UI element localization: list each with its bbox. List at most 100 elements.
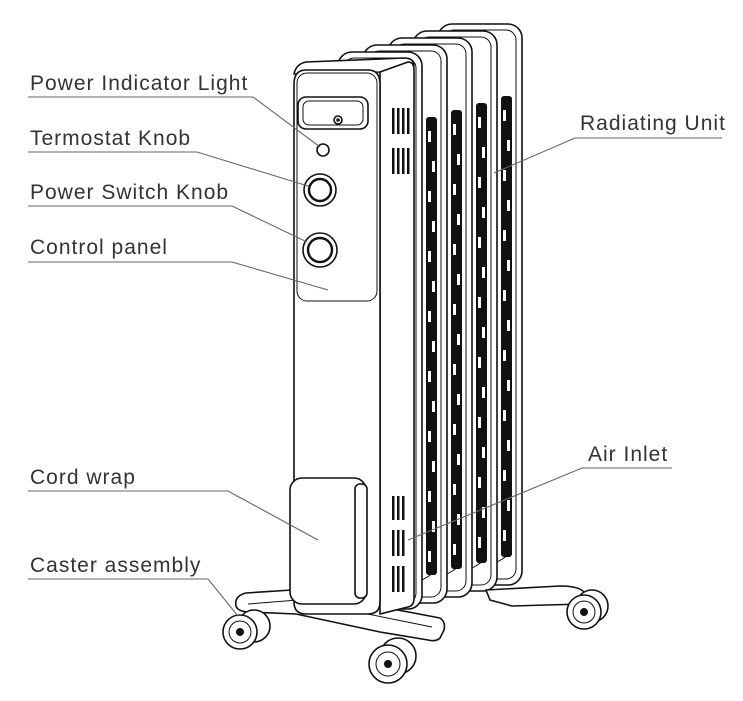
- label-power-switch-knob: Power Switch Knob: [30, 181, 229, 204]
- fin-slot: [428, 131, 431, 142]
- display-window: [297, 96, 369, 130]
- fin-slot: [482, 387, 485, 398]
- fin-slot: [457, 154, 460, 165]
- rear-wheel-hub: [580, 608, 588, 616]
- fin-slot: [432, 401, 435, 412]
- cord-wrap-hook: [354, 483, 368, 599]
- front-right-wheel-hub: [384, 660, 392, 668]
- front-right-caster: [368, 637, 417, 684]
- leader-power-indicator-light: [28, 96, 321, 148]
- fin-slot: [457, 334, 460, 345]
- fin-dark-channel: [451, 110, 462, 569]
- fin-slot: [453, 184, 456, 195]
- fin-dark-channel: [476, 103, 487, 563]
- fin-slot: [503, 470, 506, 481]
- termostat-knob[interactable]: [303, 173, 337, 207]
- fin-slot: [432, 341, 435, 352]
- fin-slot: [457, 214, 460, 225]
- label-cord-wrap: Cord wrap: [30, 466, 136, 489]
- label-power-indicator-light: Power Indicator Light: [30, 72, 248, 95]
- fin-slot: [457, 394, 460, 405]
- fin-slot: [478, 237, 481, 248]
- fin-slot: [507, 440, 510, 451]
- front-left-wheel-rim: [228, 620, 252, 644]
- rear-caster-foot: [485, 585, 609, 630]
- fin-slot: [482, 207, 485, 218]
- fin-slot: [507, 500, 510, 511]
- fin-slot: [507, 260, 510, 271]
- leader-cord-wrap: [28, 490, 319, 541]
- control-panel: [296, 72, 378, 302]
- fin-slot: [432, 521, 435, 532]
- body-side-face: [379, 61, 415, 615]
- fin-slot: [453, 364, 456, 375]
- vent-slit: [397, 148, 400, 174]
- fin-slot: [428, 431, 431, 442]
- fin-slot: [503, 230, 506, 241]
- vent-slit: [392, 108, 395, 134]
- leader-caster-assembly: [28, 578, 239, 617]
- power-switch-knob-inner[interactable]: [306, 236, 334, 264]
- fin-slot: [432, 221, 435, 232]
- fin-slot: [478, 417, 481, 428]
- label-caster-assembly: Caster assembly: [30, 554, 201, 577]
- fin-slot: [503, 410, 506, 421]
- vent-slit: [392, 530, 395, 556]
- fin-slot: [428, 491, 431, 502]
- rear-wheel-rim: [572, 600, 596, 624]
- display-dot-center: [336, 118, 340, 122]
- fin-slot: [428, 371, 431, 382]
- label-control-panel: Control panel: [30, 236, 168, 259]
- fin-slot: [482, 447, 485, 458]
- fin-slot: [507, 320, 510, 331]
- fin-slot: [482, 507, 485, 518]
- termostat-knob-inner[interactable]: [307, 177, 333, 203]
- fin-slot: [453, 244, 456, 255]
- vent-slit: [407, 108, 410, 134]
- fin-slot: [453, 544, 456, 555]
- fin-slot: [453, 484, 456, 495]
- vent-slit: [397, 566, 400, 592]
- leader-control-panel: [28, 261, 329, 291]
- leader-radiating-unit: [493, 137, 722, 174]
- fin-slot: [453, 424, 456, 435]
- fin-slot: [478, 177, 481, 188]
- labels: Power Indicator Light Termostat Knob Pow…: [30, 72, 726, 577]
- display-window-inner: [302, 100, 364, 126]
- rear-foot-base: [485, 585, 587, 607]
- fin-slot: [432, 461, 435, 472]
- fin-slot: [482, 327, 485, 338]
- fin-slot: [457, 274, 460, 285]
- fin-slot: [428, 311, 431, 322]
- label-radiating-unit: Radiating Unit: [580, 112, 726, 135]
- fin-slot: [507, 140, 510, 151]
- control-panel-outline: [296, 72, 378, 302]
- fin-slot: [478, 357, 481, 368]
- fin-slot: [428, 191, 431, 202]
- leader-power-switch-knob: [28, 205, 308, 243]
- vent-slit: [397, 496, 400, 520]
- fin-slot: [478, 117, 481, 128]
- air-inlet-vents: [392, 496, 405, 592]
- vent-slit: [392, 496, 395, 520]
- fin-slot: [503, 350, 506, 361]
- front-left-wheel-hub: [236, 628, 244, 636]
- front-right-wheel-rim: [375, 651, 401, 677]
- fin-slot: [478, 297, 481, 308]
- fin-slot: [453, 124, 456, 135]
- fin-slot: [428, 551, 431, 562]
- fin-slot: [432, 281, 435, 292]
- fin-slot: [503, 170, 506, 181]
- fin-dark-channel: [426, 117, 437, 575]
- vent-slit: [397, 108, 400, 134]
- fin-slot: [428, 251, 431, 262]
- power-switch-knob[interactable]: [302, 232, 338, 268]
- vent-slit: [392, 148, 395, 174]
- upper-side-vents: [392, 108, 410, 174]
- leader-lines: [28, 96, 722, 617]
- leader-air-inlet: [407, 467, 672, 541]
- fin-slot: [453, 304, 456, 315]
- vent-slit: [402, 148, 405, 174]
- vent-slit: [402, 530, 405, 556]
